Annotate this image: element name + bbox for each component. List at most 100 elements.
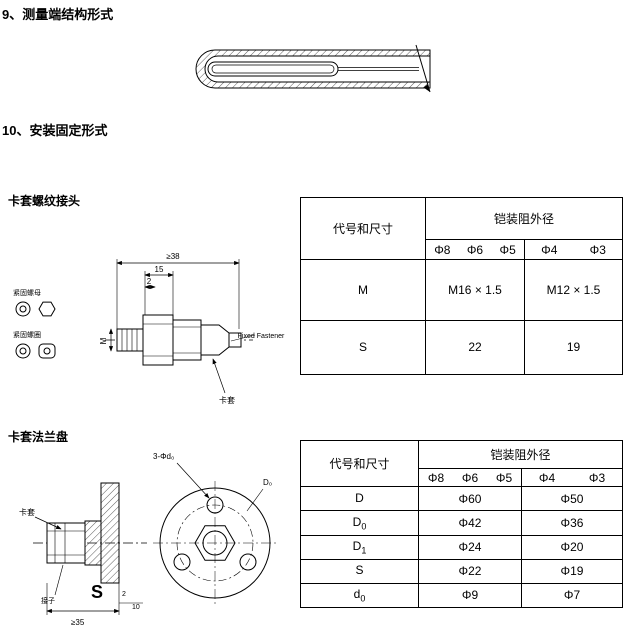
table-row: S 22 19 xyxy=(300,319,624,376)
ring-icon xyxy=(15,343,31,359)
fitting-table: 代号和尺寸 铠装阻外径 Φ8 Φ6 Φ5 Φ4 Φ3 xyxy=(300,196,624,376)
bolt-hole-right xyxy=(239,553,257,571)
table-row: S Φ22 Φ19 xyxy=(300,558,624,584)
flange-table-wrap: 代号和尺寸 铠装阻外径 Φ8 Φ6 Φ5 Φ4 Φ3 xyxy=(300,439,624,609)
ring-hole-icon xyxy=(19,347,27,355)
t2-row-dd0-left: Φ9 xyxy=(418,582,522,609)
section10-title: 10、安装固定形式 xyxy=(2,123,108,138)
t2-row-dd0-right: Φ7 xyxy=(520,582,624,609)
t2-row-d-right: Φ50 xyxy=(520,486,624,512)
t2-sub-d6: Φ6 xyxy=(461,470,479,485)
flange-drawing: 卡套 S 接子 ≥35 2 10 3-Φd₀ D₀ xyxy=(5,443,295,629)
table-row: D Φ60 Φ50 xyxy=(300,486,624,512)
fastener-leader-line xyxy=(230,334,256,342)
dim-2-label: 2 xyxy=(122,591,126,598)
t2-sub-left: Φ8 Φ6 Φ5 xyxy=(418,468,522,488)
bolt-hole-top xyxy=(206,496,224,514)
t2-header-right: 铠装阻外径 xyxy=(417,439,624,470)
t2-row-dd0-label: d0 xyxy=(300,582,419,609)
t1-sub-d5: Φ5 xyxy=(499,242,516,257)
section9-title: 9、测量端结构形式 xyxy=(2,7,114,22)
nut-callout-label: 接子 xyxy=(41,596,55,605)
t1-sub-d8: Φ8 xyxy=(434,242,451,257)
t2-row-d0-right: Φ36 xyxy=(520,510,624,536)
t1-row-m-left: M16 × 1.5 xyxy=(425,259,525,321)
t2-sub-d5: Φ5 xyxy=(495,470,513,485)
break-arrow-icon xyxy=(423,84,430,92)
hex-nut-section xyxy=(46,522,86,564)
center-bore xyxy=(202,530,228,556)
hex-body xyxy=(142,314,174,366)
fastening-nut-label: 紧固螺母 xyxy=(13,288,41,297)
t2-row-d0-label: D0 xyxy=(300,510,419,536)
t1-row-m-label: M xyxy=(300,259,426,321)
dim-m-label: M xyxy=(99,337,108,344)
s-dimension-label: S xyxy=(91,582,103,602)
table-row: D1 Φ24 Φ20 xyxy=(300,534,624,560)
fastening-ring-label: 紧固螺圈 xyxy=(13,330,41,339)
fitting-svg: 紧固螺母 紧固螺圈 ≥38 15 2 M xyxy=(13,252,285,405)
t1-sub-d6: Φ6 xyxy=(466,242,484,257)
ferrule-side-icon xyxy=(38,343,56,359)
fixed-fastener-label: Fixed Fastener xyxy=(238,333,285,340)
flange-ferrule-label: 卡套 xyxy=(19,507,35,517)
t1-row-m-right: M12 × 1.5 xyxy=(523,259,624,321)
t2-sub-d4: Φ4 xyxy=(538,470,556,485)
compression-nut xyxy=(172,319,202,361)
t1-sub-right: Φ4 Φ3 xyxy=(523,239,624,261)
t2-sub-d8: Φ8 xyxy=(427,470,445,485)
t2-row-d1-label: D1 xyxy=(300,534,419,560)
t1-sub-left: Φ8 Φ6 Φ5 xyxy=(425,239,525,261)
bolt-circle-diameter-label: D₀ xyxy=(263,478,272,487)
sensing-element xyxy=(207,61,339,77)
t2-sub-d3: Φ3 xyxy=(588,470,606,485)
flange-neck-section xyxy=(84,520,102,566)
ferrule-cone xyxy=(200,324,230,356)
flange-svg: 卡套 S 接子 ≥35 2 10 3-Φd₀ D₀ xyxy=(19,452,277,627)
table-row: M M16 × 1.5 M12 × 1.5 xyxy=(300,259,624,321)
bolt-holes-leader-line xyxy=(176,462,210,499)
dim-10-label: 10 xyxy=(132,604,140,611)
t1-header-left: 代号和尺寸 xyxy=(300,196,426,261)
dim-35-label: ≥35 xyxy=(71,618,85,627)
t1-row-s-right: 19 xyxy=(523,319,624,376)
ferrule-leader-line xyxy=(34,516,62,530)
table-row: D0 Φ42 Φ36 xyxy=(300,510,624,536)
t2-row-d1-left: Φ24 xyxy=(418,534,522,560)
dim-38-label: ≥38 xyxy=(166,252,180,261)
fitting-table-wrap: 代号和尺寸 铠装阻外径 Φ8 Φ6 Φ5 Φ4 Φ3 xyxy=(300,196,624,376)
bolt-holes-label: 3-Φd₀ xyxy=(153,452,174,461)
flange-table: 代号和尺寸 铠装阻外径 Φ8 Φ6 Φ5 Φ4 Φ3 xyxy=(300,439,624,609)
break-line xyxy=(415,44,431,93)
t2-row-d0-left: Φ42 xyxy=(418,510,522,536)
t1-sub-d4: Φ4 xyxy=(541,242,558,257)
threaded-stub xyxy=(116,328,144,352)
sensing-element-core xyxy=(211,64,335,74)
t1-row-s-left: 22 xyxy=(425,319,525,376)
t2-row-d-left: Φ60 xyxy=(418,486,522,512)
t1-row-s-label: S xyxy=(300,319,426,376)
dim-2-label: 2 xyxy=(147,277,152,286)
ferrule-callout-label: 卡套 xyxy=(219,395,235,405)
measuring-end-svg xyxy=(195,44,431,93)
t2-row-d-label: D xyxy=(300,486,419,512)
t1-header-right: 铠装阻外径 xyxy=(424,196,624,241)
bolt-hole-left xyxy=(173,553,191,571)
flange-title: 卡套法兰盘 xyxy=(8,430,69,444)
ferrule-side-hole-icon xyxy=(43,347,51,355)
center-hex xyxy=(194,525,236,561)
ferrule-leader-line xyxy=(212,358,226,394)
t2-row-s-left: Φ22 xyxy=(418,558,522,584)
hex-nut-icon xyxy=(38,301,56,317)
t1-sub-d3: Φ3 xyxy=(589,242,606,257)
nut-leader-line xyxy=(54,564,64,596)
dim-15-label: 15 xyxy=(155,265,164,274)
fitting-drawing: 紧固螺母 紧固螺圈 ≥38 15 2 M xyxy=(5,245,295,410)
measuring-end-drawing xyxy=(193,42,433,100)
nut-ring-icon xyxy=(15,301,31,317)
flange-plate-section xyxy=(100,482,120,584)
t2-row-s-right: Φ19 xyxy=(520,558,624,584)
t2-sub-right: Φ4 Φ3 xyxy=(520,468,624,488)
t2-header-left: 代号和尺寸 xyxy=(300,439,419,488)
